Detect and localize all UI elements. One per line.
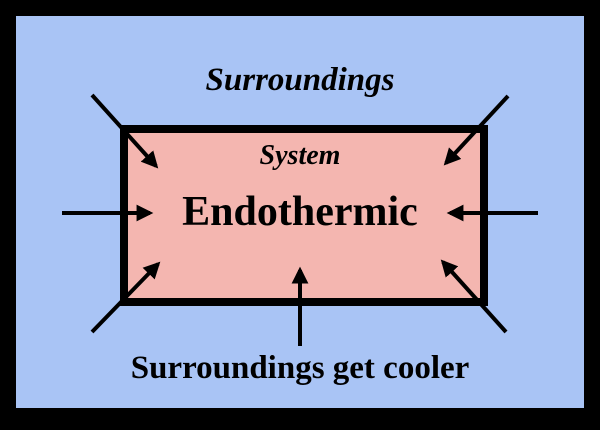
surroundings-label: Surroundings: [205, 62, 395, 98]
endothermic-label: Endothermic: [182, 189, 418, 235]
system-box: [120, 125, 488, 306]
caption-label: Surroundings get cooler: [130, 350, 470, 386]
system-label: System: [259, 140, 341, 171]
arrow-bottom-right: [440, 259, 508, 334]
arrow-top-right: [443, 94, 510, 166]
arrow-bottom-left: [90, 261, 161, 334]
arrow-top-left: [90, 93, 159, 169]
